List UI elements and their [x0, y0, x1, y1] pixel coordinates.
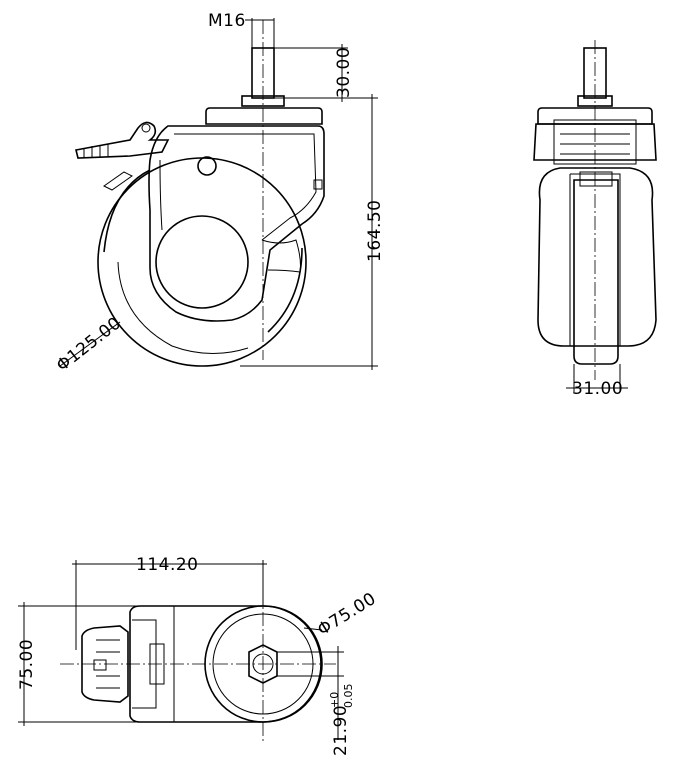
dim-overall-height: 164.50: [365, 200, 385, 262]
brake-pedal: [81, 625, 129, 703]
dim-thread-label: M16: [208, 11, 246, 31]
dim-plate-diameter: Φ75.00: [314, 589, 380, 640]
dim-hex-tol-lower: 0.05: [342, 684, 355, 709]
brake-lever: [75, 121, 170, 159]
dim-wheel-width: 31.00: [572, 379, 623, 399]
wheel-outer: [97, 157, 307, 367]
wheel-hub: [155, 215, 249, 309]
dim-hex-size: 21.90: [331, 705, 351, 756]
dim-wheel-diameter: Φ125.00: [53, 313, 125, 376]
axle-hole: [197, 156, 217, 176]
front-view: 31.00: [533, 40, 657, 399]
side-view: M16 30.00 164.50 Φ125.00: [53, 11, 385, 376]
dim-swivel-offset: 114.20: [136, 555, 198, 575]
dim-stem-length: 30.00: [334, 47, 354, 98]
fork-housing: [148, 125, 325, 322]
top-view: 114.20 75.00 Φ75.00 21.90 +0 0.05: [17, 555, 380, 756]
front-wheel-body: [537, 167, 657, 347]
top-plate: [205, 107, 323, 125]
dim-top-plate-width: 75.00: [17, 639, 37, 690]
dim-hex-tol-upper: +0: [328, 692, 341, 708]
